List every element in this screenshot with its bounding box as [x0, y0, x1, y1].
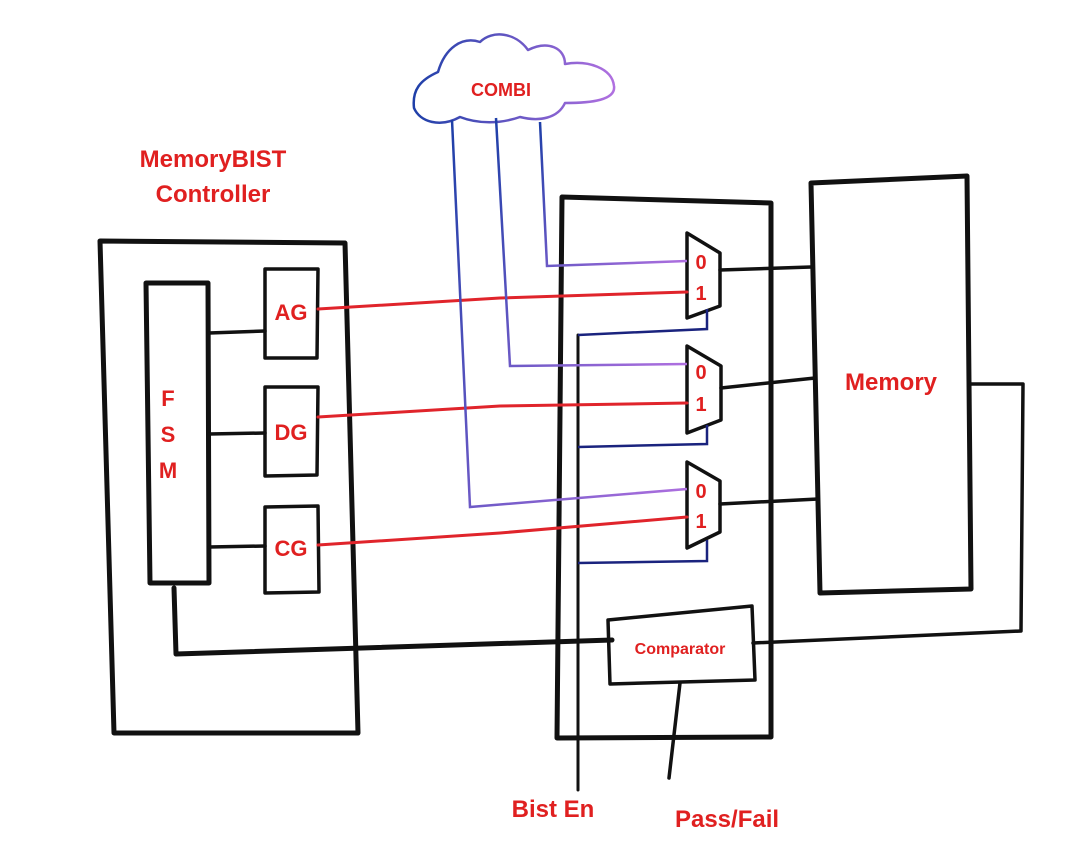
fsm-comparator-wire: [171, 585, 615, 657]
controller-title-line1: MemoryBIST: [140, 146, 287, 173]
mux3-memory-wire: [718, 497, 820, 506]
cg-mux-wire: [316, 515, 689, 547]
combi-wire-2: [494, 117, 688, 368]
select-line-2: [577, 425, 709, 449]
dg-box: [263, 385, 320, 478]
fsm-box: [143, 280, 212, 586]
mux2-memory-wire: [719, 376, 817, 390]
controller-box: [97, 238, 361, 736]
mux3-input0-label: 0: [695, 481, 706, 503]
memory-comparator-wire: [751, 382, 1025, 645]
controller-title-line2: Controller: [156, 181, 271, 208]
combi-wire-3: [450, 119, 688, 509]
wrapper-box: [554, 194, 774, 741]
memory-label: Memory: [845, 369, 938, 396]
mux-2: [685, 344, 723, 435]
comparator-label: Comparator: [635, 641, 726, 658]
bist-en-label: Bist En: [512, 796, 595, 823]
pass-fail-wire: [667, 681, 682, 780]
select-line-3: [577, 540, 709, 565]
combi-label: COMBI: [471, 80, 531, 100]
fsm-label-s: S: [161, 422, 176, 447]
mux2-input0-label: 0: [695, 362, 706, 384]
comparator-box: [606, 604, 757, 686]
mux-1: [685, 231, 722, 320]
cg-box: [263, 504, 321, 595]
cg-label: CG: [275, 536, 308, 561]
dg-mux-wire: [316, 401, 689, 419]
combi-wire-1: [538, 121, 688, 268]
mux1-input1-label: 1: [695, 283, 706, 305]
select-line-1: [577, 309, 709, 337]
mux3-input1-label: 1: [695, 511, 706, 533]
memory-box: [808, 173, 974, 596]
mux1-input0-label: 0: [695, 252, 706, 274]
combi-cloud: [412, 33, 616, 124]
fsm-cg-wire: [207, 544, 267, 549]
fsm-dg-wire: [207, 431, 267, 436]
ag-mux-wire: [316, 290, 689, 311]
mux-3: [685, 460, 722, 550]
fsm-label-m: M: [159, 458, 177, 483]
fsm-ag-wire: [207, 329, 267, 335]
fsm-label-f: F: [161, 386, 174, 411]
ag-label: AG: [275, 300, 308, 325]
pass-fail-label: Pass/Fail: [675, 806, 779, 833]
ag-box: [263, 267, 320, 360]
mux2-input1-label: 1: [695, 394, 706, 416]
mux1-memory-wire: [718, 265, 813, 272]
dg-label: DG: [275, 420, 308, 445]
